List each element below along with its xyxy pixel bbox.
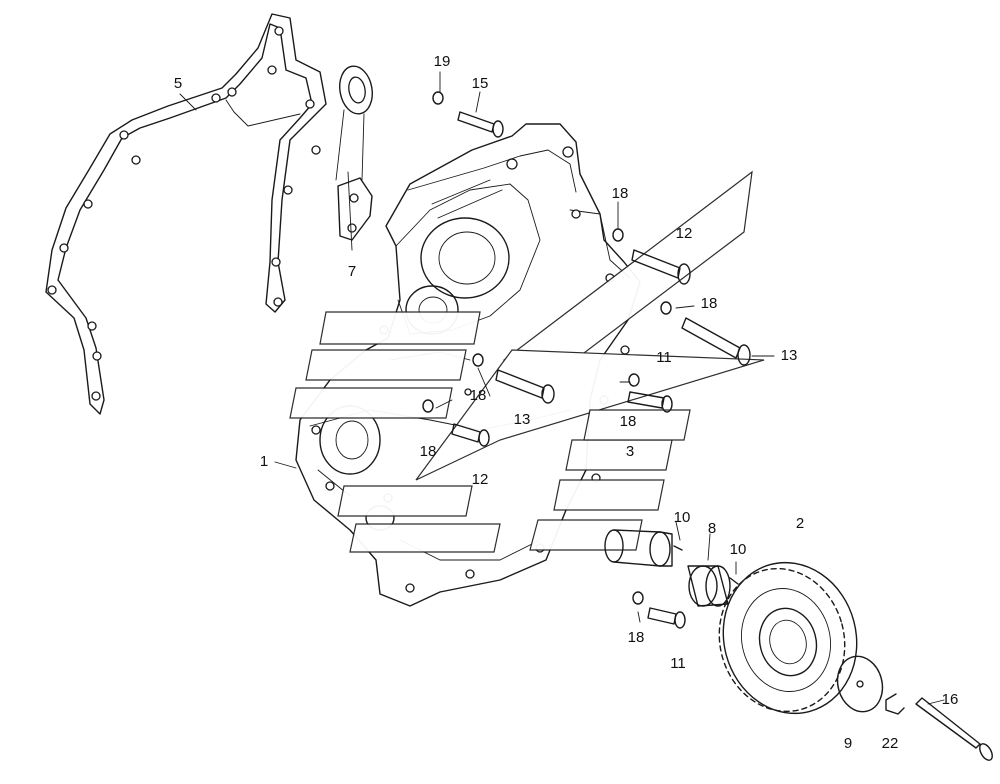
callout-label-p7: 7 bbox=[348, 263, 356, 280]
callout-label-p18c: 18 bbox=[470, 387, 487, 404]
callout-label-p18d: 18 bbox=[420, 443, 437, 460]
seal-plate-part bbox=[335, 65, 373, 241]
callout-label-p18a: 18 bbox=[612, 185, 629, 202]
lock-washer-part bbox=[885, 693, 905, 715]
leader-lines bbox=[179, 71, 945, 705]
callout-label-p22: 22 bbox=[882, 735, 899, 752]
callout-label-p5: 5 bbox=[174, 75, 182, 92]
callout-label-p18b: 18 bbox=[701, 295, 718, 312]
long-bolt-part bbox=[915, 697, 993, 761]
callout-label-p1: 1 bbox=[260, 453, 268, 470]
bushing-part bbox=[687, 565, 731, 607]
callout-label-p13b: 13 bbox=[514, 411, 531, 428]
callout-label-p3: 3 bbox=[626, 443, 634, 460]
callout-label-p18f: 18 bbox=[628, 629, 645, 646]
callout-label-p18e: 18 bbox=[620, 413, 637, 430]
pin-part bbox=[673, 545, 739, 585]
callout-label-p8: 8 bbox=[708, 520, 716, 537]
callout-label-p10b: 10 bbox=[730, 541, 747, 558]
callout-label-p10a: 10 bbox=[674, 509, 691, 526]
callout-label-p12b: 12 bbox=[472, 471, 489, 488]
callout-label-p12a: 12 bbox=[676, 225, 693, 242]
bolt-parts bbox=[451, 111, 751, 629]
callout-label-p11b: 11 bbox=[670, 655, 686, 672]
callout-label-p15: 15 bbox=[472, 75, 489, 92]
callout-label-p19: 19 bbox=[434, 53, 451, 70]
gasket-part bbox=[45, 13, 327, 415]
callout-labels: 1235789101011111212131315161818181818181… bbox=[174, 53, 959, 752]
callout-label-p2: 2 bbox=[796, 515, 804, 532]
callout-label-p16: 16 bbox=[942, 691, 959, 708]
callout-label-p13a: 13 bbox=[781, 347, 798, 364]
idler-shaft-part bbox=[604, 529, 673, 567]
washer-plate-part bbox=[836, 655, 884, 713]
callout-label-p9: 9 bbox=[844, 735, 852, 752]
callout-label-p11a: 11 bbox=[656, 349, 672, 366]
idler-gear-part bbox=[718, 561, 858, 715]
small-washer-parts bbox=[422, 91, 672, 605]
